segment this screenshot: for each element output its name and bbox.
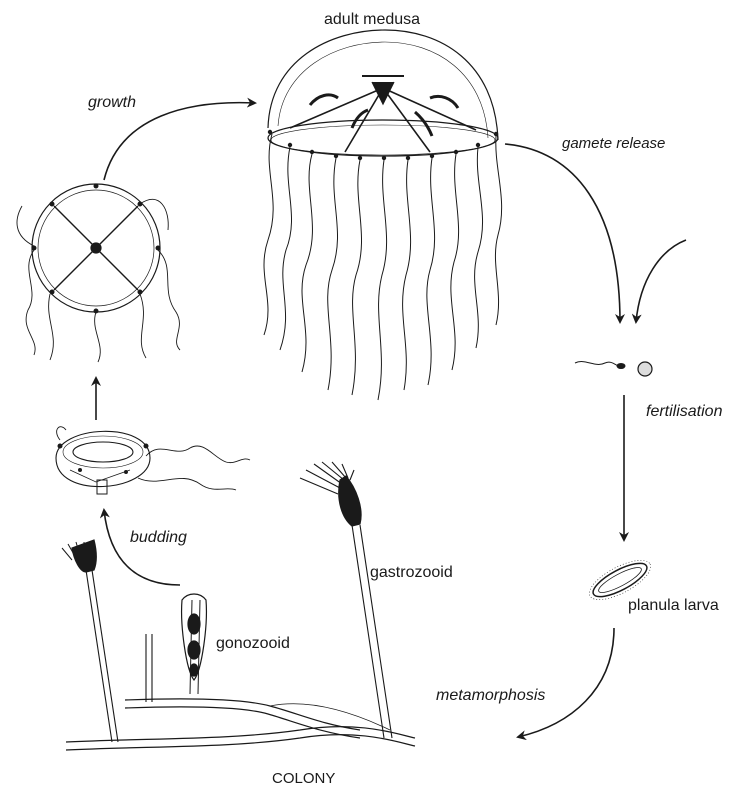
metamorphosis-arrow	[518, 628, 614, 737]
metamorphosis-label: metamorphosis	[436, 688, 545, 704]
growth-label: growth	[88, 95, 136, 111]
gametes-illustration	[575, 362, 652, 376]
budding-arrow	[104, 510, 180, 585]
adult-medusa-illustration	[264, 30, 502, 400]
cycle-arrows	[96, 103, 686, 737]
adult-medusa-label: adult medusa	[324, 12, 420, 28]
sperm-cell	[617, 364, 625, 369]
growth-arrow	[104, 103, 255, 180]
young-medusa-illustration	[17, 184, 180, 363]
fertilisation-label: fertilisation	[646, 404, 722, 420]
gamete-release-arrow	[505, 144, 620, 322]
egg-cell	[638, 362, 652, 376]
colony-label: COLONY	[272, 771, 335, 786]
gonozooid-label: gonozooid	[216, 636, 290, 652]
second-gamete-arrow	[636, 240, 686, 322]
budding-medusa-illustration	[56, 427, 250, 494]
gamete-release-label: gamete release	[562, 136, 665, 151]
planula-larva-label: planula larva	[628, 598, 719, 614]
gastrozooid-label: gastrozooid	[370, 565, 453, 581]
budding-label: budding	[130, 530, 187, 546]
colony-illustration	[62, 462, 415, 750]
